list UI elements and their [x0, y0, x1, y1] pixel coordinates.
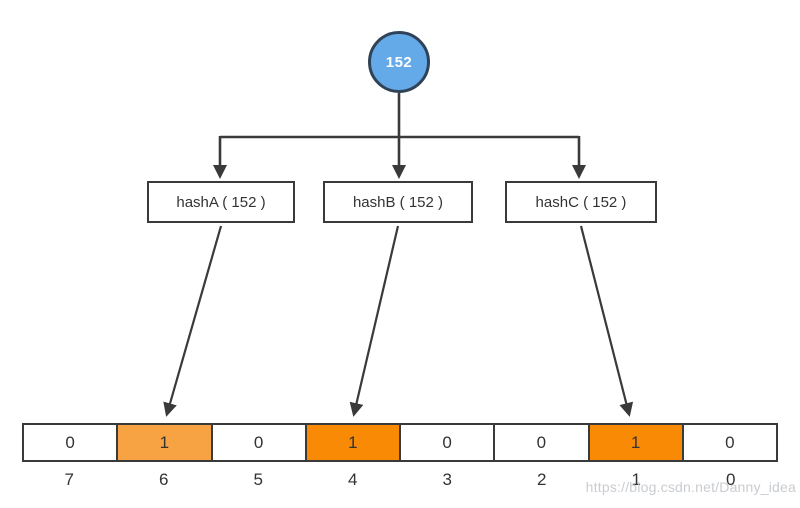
index-label-2: 2	[537, 470, 547, 489]
hash-box-hashB: hashB ( 152 )	[323, 181, 473, 223]
bit-cell-1: 1	[587, 423, 684, 462]
bit-cell-6: 1	[116, 423, 213, 462]
index-label-1: 1	[631, 470, 641, 489]
watermark-text: https://blog.csdn.net/Danny_idea	[585, 479, 796, 495]
bit-cell-5: 0	[210, 423, 307, 462]
input-value-node: 152	[368, 31, 430, 93]
bit-cell-2: 0	[493, 423, 590, 462]
index-label-5: 5	[253, 470, 263, 489]
index-label-4: 4	[348, 470, 358, 489]
arrow-hashC-to-cell1	[579, 225, 634, 417]
index-label-0: 0	[726, 470, 736, 489]
hash-box-hashC: hashC ( 152 )	[505, 181, 657, 223]
arrow-hashA-to-cell6	[163, 225, 223, 417]
bit-cell-3: 0	[399, 423, 496, 462]
arrow-hashB-to-cell4	[349, 225, 400, 417]
bit-cell-7: 0	[22, 423, 119, 462]
index-label-3: 3	[442, 470, 452, 489]
bit-array-row: 0 1 0 1 0 0 1 0	[22, 423, 778, 462]
bit-index-row: 7 6 5 4 3 2 1 0	[22, 470, 778, 490]
index-label-6: 6	[159, 470, 169, 489]
bit-cell-0: 0	[681, 423, 778, 462]
hash-box-hashA: hashA ( 152 )	[147, 181, 295, 223]
index-label-7: 7	[64, 470, 74, 489]
bit-cell-4: 1	[304, 423, 401, 462]
